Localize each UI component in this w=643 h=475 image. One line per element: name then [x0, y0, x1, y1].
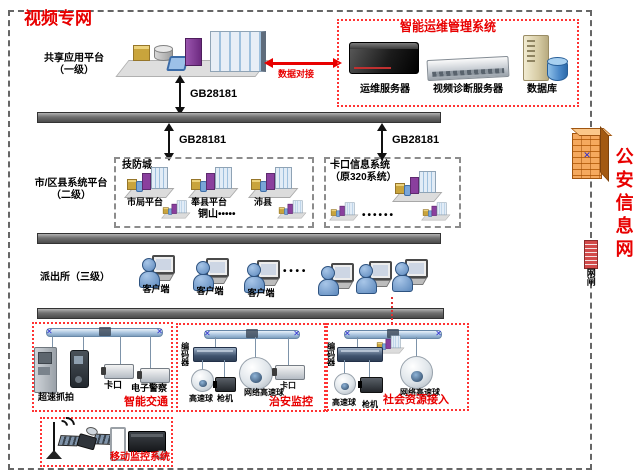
speed-capture-icon: [34, 347, 57, 393]
platform-icon-checkpoint-right: [420, 202, 451, 221]
social-speed-dome-icon: [334, 373, 356, 395]
mobile-recorder-icon: [128, 431, 166, 452]
platform-icon-peixian: [246, 167, 299, 198]
gb28181-label-right: GB28181: [392, 134, 440, 146]
tech-city-title: 技防城: [122, 160, 152, 171]
gb28181-label-left: GB28181: [179, 134, 227, 146]
security-box: [176, 323, 328, 412]
bus-level2: [37, 233, 441, 244]
video-diagnosis-server-icon: [426, 55, 510, 82]
platform-icon-checkpoint-left: [328, 202, 359, 221]
checkpoint-camera-icon: [101, 364, 134, 379]
gateway-icon: [584, 240, 598, 269]
platform-icon-tongshan-right: [276, 200, 307, 219]
platform-icon-checkpoint: [390, 171, 443, 202]
gateway-label: 网闸: [585, 268, 596, 286]
security-network-dome-icon: [239, 357, 273, 390]
security-checkpoint-label: 卡口: [280, 381, 296, 390]
firewall-icon: ✕: [572, 133, 602, 179]
client-icon-4: [318, 263, 354, 296]
security-speed-dome-icon: [191, 369, 214, 392]
gb28181-arrow-top: [175, 75, 185, 115]
security-speed-dome-label: 高速球: [189, 394, 213, 403]
gb28181-arrow-left: [164, 123, 174, 161]
traffic-box: [32, 322, 173, 412]
level2-label: 市/区县系统平台 （二级）: [34, 178, 108, 201]
client-dots: • • • •: [283, 266, 306, 277]
social-network-dome-label: 网络高速球: [400, 388, 440, 397]
security-title: 治安监控: [269, 396, 313, 408]
traffic-title: 智能交通: [124, 396, 168, 408]
social-platform-icon: [374, 335, 405, 354]
mobile-title: 移动监控系统: [110, 452, 170, 463]
platform-icon-tongshan-left: [160, 200, 191, 219]
tongshan-label: 铜山•••••: [198, 209, 236, 220]
mouse-icon: [155, 450, 167, 459]
database-cylinder-icon: [547, 57, 568, 81]
e-police-camera-icon: [137, 368, 170, 383]
gb28181-label-top: GB28181: [190, 88, 238, 100]
client-label-3: 客户端: [247, 288, 275, 298]
level1-label: 共享应用平台 （一级）: [44, 53, 104, 76]
social-gun-camera-icon: [358, 377, 383, 393]
security-gun-label: 枪机: [217, 394, 233, 403]
mobile-box: [40, 417, 173, 467]
data-link-label: 数据对接: [278, 69, 315, 79]
social-encoder-icon: [337, 347, 383, 362]
social-encoder-label: 编码器: [326, 342, 336, 366]
ops-server-icon: [349, 42, 419, 74]
platform-icon-fengxian: [186, 167, 239, 198]
speed-capture-unit-icon: [70, 350, 89, 388]
client-icon-2: [193, 258, 229, 291]
antenna-icon: [42, 419, 68, 461]
checkpoint-camera-label: 卡口: [104, 380, 123, 390]
social-gun-label: 枪机: [362, 400, 378, 409]
checkpoint-title: 卡口信息系统 （原320系统）: [330, 160, 397, 183]
checkpoint-dots: ••••••: [362, 210, 396, 221]
level3-label: 派出所（三级）: [40, 272, 110, 283]
page-title: 视频专网: [24, 9, 92, 28]
social-access-connector: [391, 297, 393, 324]
platform-icon-city: [122, 167, 175, 198]
platform-label-peixian: 沛县: [253, 197, 272, 207]
e-police-label: 电子警察: [131, 383, 168, 393]
security-encoder-label: 编码器: [180, 342, 190, 366]
security-network-dome-label: 网络高速球: [244, 388, 284, 397]
client-icon-3: [244, 260, 280, 293]
client-icon-5: [356, 261, 392, 294]
social-title: 社会资源接入: [383, 394, 449, 406]
platform-label-city: 市局平台: [126, 197, 163, 207]
tech-city-box: [114, 157, 314, 228]
database-label: 数据库: [527, 84, 557, 95]
security-encoder-icon: [193, 347, 237, 362]
client-label-1: 客户端: [142, 284, 170, 294]
checkpoint-box: [324, 157, 461, 228]
ops-server-label: 运维服务器: [360, 84, 410, 95]
social-box: [324, 323, 469, 411]
speed-capture-label: 超速抓拍: [38, 392, 75, 402]
bus-level1: [37, 112, 441, 123]
bus-level3: [37, 308, 444, 319]
ops-system-box: [337, 19, 579, 107]
database-tower-icon: [523, 35, 549, 81]
ops-system-title: 智能运维管理系统: [400, 20, 497, 34]
client-icon-6: [392, 259, 428, 292]
social-network-dome-icon: [400, 356, 433, 389]
traffic-pipe: [46, 327, 163, 337]
psn-title: 公安信息网: [613, 147, 634, 262]
security-pipe: [204, 329, 300, 339]
social-speed-dome-label: 高速球: [332, 398, 356, 407]
wireless-terminal-icon: [110, 427, 126, 461]
security-checkpoint-camera-icon: [272, 365, 305, 380]
client-label-2: 客户端: [196, 286, 224, 296]
data-link-arrow: [264, 58, 342, 68]
platform-label-fengxian: 奉县平台: [190, 197, 227, 207]
video-diagnosis-server-label: 视频诊断服务器: [433, 84, 503, 95]
client-icon-1: [139, 255, 175, 288]
gb28181-arrow-right: [377, 123, 387, 161]
security-gun-camera-icon: [213, 377, 236, 392]
